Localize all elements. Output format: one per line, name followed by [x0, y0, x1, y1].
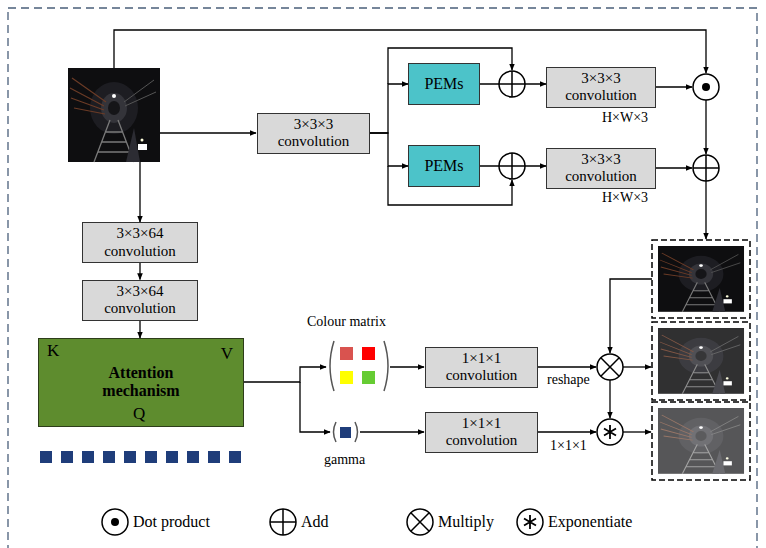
node-text: 1×1×1 convolution	[430, 415, 533, 450]
dashed-frame	[8, 8, 757, 548]
operation-label: reshape	[545, 372, 592, 389]
legend-text: Exponentiate	[548, 512, 632, 531]
conv-box: 3×3×64 convolution	[82, 222, 198, 263]
node-text: V	[221, 345, 233, 364]
output-image	[652, 240, 750, 318]
gamma-label: gamma	[322, 452, 367, 469]
conv-box: 3×3×3 convolution	[546, 148, 656, 189]
pem-box: PEMs	[408, 145, 480, 187]
node-text: 3×3×3 convolution	[551, 151, 651, 186]
exponentiate-symbol	[597, 419, 623, 445]
node-text: PEMs	[424, 157, 463, 175]
conv-box: 1×1×1 convolution	[425, 412, 538, 453]
legend-symbol	[517, 509, 543, 535]
connector-arrow	[370, 84, 408, 133]
add-symbol	[499, 153, 525, 179]
legend-text: Multiply	[438, 512, 494, 531]
node-text: 3×3×3 convolution	[262, 116, 365, 151]
legend-symbol	[102, 509, 128, 535]
connector-arrow	[139, 263, 140, 280]
node-text: 3×3×64 convolution	[87, 225, 193, 260]
input-image	[68, 68, 160, 162]
conv-box: 1×1×1 convolution	[425, 347, 538, 388]
conv-box: 3×3×3 convolution	[546, 67, 656, 108]
node-text: 3×3×3 convolution	[551, 70, 651, 105]
output-image	[652, 402, 750, 480]
shape-label: 1×1×1	[548, 438, 589, 455]
legend-text: Add	[301, 512, 329, 531]
shape-label: H×W×3	[600, 190, 650, 207]
legend-text: Dot product	[133, 512, 210, 531]
matrix-label: Colour matrix	[305, 314, 388, 331]
add-symbol	[499, 71, 525, 97]
output-image	[652, 322, 750, 400]
conv-box: 3×3×64 convolution	[82, 280, 198, 321]
connector-arrow	[370, 133, 408, 166]
conv-box: 3×3×3 convolution	[257, 113, 370, 154]
shape-label: H×W×3	[600, 110, 650, 127]
gamma-vector	[334, 422, 358, 442]
node-text: K	[47, 342, 59, 361]
add-symbol	[693, 155, 719, 181]
token-row	[40, 451, 241, 463]
colour-matrix	[330, 341, 388, 391]
multiply-symbol	[597, 354, 623, 380]
node-text: 1×1×1 convolution	[430, 350, 533, 385]
node-text: Attention mechanism	[77, 364, 205, 399]
legend-symbol	[270, 509, 296, 535]
dot-product-symbol	[693, 74, 719, 100]
attention-box: K V Attention mechanismQ	[38, 338, 244, 427]
node-text: Q	[133, 405, 145, 424]
node-text: PEMs	[424, 75, 463, 93]
legend-symbol	[407, 509, 433, 535]
node-text: 3×3×64 convolution	[87, 283, 193, 318]
connector-arrow	[139, 321, 140, 339]
pem-box: PEMs	[408, 63, 480, 105]
